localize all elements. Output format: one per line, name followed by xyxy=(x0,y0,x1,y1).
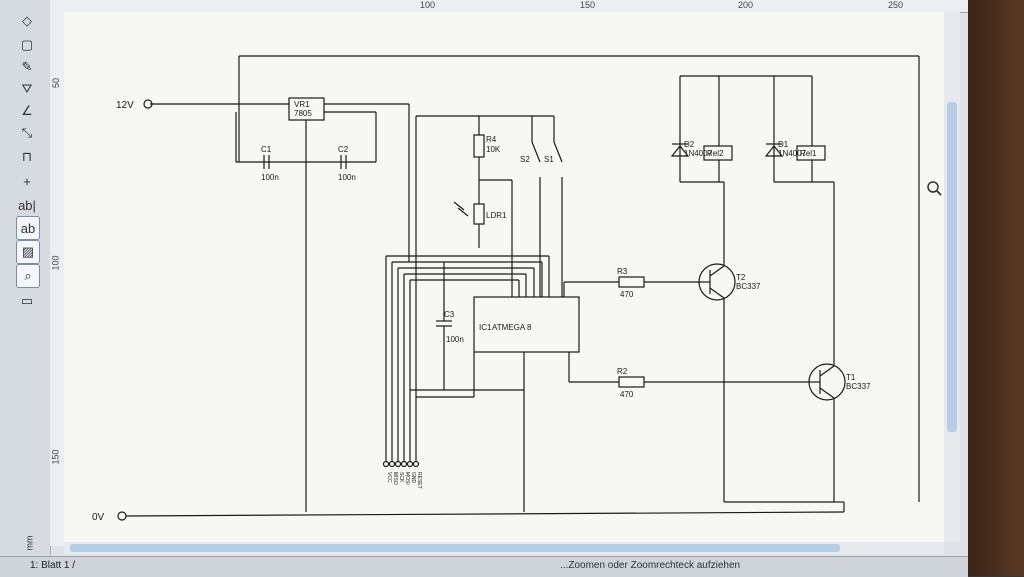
horizontal-scroll-thumb[interactable] xyxy=(70,544,840,552)
vertical-scrollbar[interactable] xyxy=(944,12,960,542)
net-12v-label: 12V xyxy=(116,100,134,111)
ruler-left-tick: 100 xyxy=(50,255,61,271)
drawing-canvas[interactable]: 12V 0V VR1 7805 C1 100n C2 100n C3 100n … xyxy=(64,12,944,542)
ruler-left-tick: 50 xyxy=(51,77,62,89)
vr1-value: 7805 xyxy=(294,109,312,118)
wire-icon[interactable]: ⤡ xyxy=(21,125,33,140)
t1-value: BC337 xyxy=(846,382,871,391)
ruler-top-tick: 200 xyxy=(738,0,754,10)
left-toolbar: ◇ ▢ ✎ ⛛ ∠ ⤡ ⊓ + ab| ab ▨ ⌕ ▭ xyxy=(0,0,51,560)
vertical-scroll-thumb[interactable] xyxy=(947,102,957,432)
bus-icon[interactable]: ⊓ xyxy=(21,149,33,164)
t2-value: BC337 xyxy=(736,282,761,291)
unit-label: mm xyxy=(24,535,35,551)
pen-icon[interactable]: ✎ xyxy=(21,59,33,74)
ic-name: IC1 xyxy=(479,323,492,332)
ldr-name: LDR1 xyxy=(486,211,507,220)
net-0v-label: 0V xyxy=(92,512,105,523)
connector-pin-label: RESET xyxy=(416,472,422,489)
c3-name: C3 xyxy=(444,310,455,319)
polygon-icon[interactable]: ⛛ xyxy=(21,81,33,96)
r3-name: R3 xyxy=(617,267,628,276)
t1-name: T1 xyxy=(846,373,856,382)
r4-value: 10K xyxy=(486,145,501,154)
rel1-name: Rel1 xyxy=(800,149,817,158)
r2-value: 470 xyxy=(620,390,634,399)
ruler-left: 50 100 150 xyxy=(50,12,65,546)
line-icon[interactable]: ∠ xyxy=(21,103,33,118)
vr1-name: VR1 xyxy=(294,100,310,109)
connector-pin-label: GND xyxy=(410,472,416,484)
rel2-name: Rel2 xyxy=(707,149,724,158)
r4-name: R4 xyxy=(486,135,497,144)
status-bar: 1: Blatt 1 / ...Zoomen oder Zoomrechteck… xyxy=(0,556,968,577)
r3-value: 470 xyxy=(620,290,634,299)
zoom-tool[interactable]: ⌕ xyxy=(16,264,40,288)
ruler-top-tick: 100 xyxy=(420,0,436,10)
d2-value: 1N4007 xyxy=(684,149,713,158)
d1-value: 1N4007 xyxy=(778,149,807,158)
schematic-editor-window: ◇ ▢ ✎ ⛛ ∠ ⤡ ⊓ + ab| ab ▨ ⌕ ▭ 100 150 200… xyxy=(0,0,968,577)
d2-name: D2 xyxy=(684,140,695,149)
schematic-drawing: 12V 0V VR1 7805 C1 100n C2 100n C3 100n … xyxy=(92,55,920,523)
c2-value: 100n xyxy=(338,173,356,182)
sheet-tab[interactable]: 1: Blatt 1 / xyxy=(30,560,76,571)
c1-value: 100n xyxy=(261,173,279,182)
connector-pin-label: SCK xyxy=(398,472,404,483)
s1-name: S1 xyxy=(544,155,554,164)
rectangle-icon[interactable]: ▢ xyxy=(20,37,34,52)
ruler-top-tick: 150 xyxy=(580,0,596,10)
connector-pin-label: MOSI xyxy=(404,472,410,485)
c3-value: 100n xyxy=(446,335,464,344)
image-tool[interactable]: ▨ xyxy=(16,240,40,264)
c1-name: C1 xyxy=(261,145,272,154)
c2-name: C2 xyxy=(338,145,349,154)
ruler-left-tick: 150 xyxy=(50,449,61,465)
horizontal-scrollbar[interactable] xyxy=(64,542,944,554)
d1-name: D1 xyxy=(778,140,789,149)
sheet-tool[interactable]: ▭ xyxy=(20,293,34,308)
arrow-icon[interactable]: ◇ xyxy=(22,13,32,28)
r2-name: R2 xyxy=(617,367,628,376)
zoom-icon[interactable] xyxy=(926,180,942,196)
connector-pin-label: VCC xyxy=(386,472,392,483)
t2-name: T2 xyxy=(736,273,746,282)
s2-name: S2 xyxy=(520,155,530,164)
junction-icon[interactable]: + xyxy=(23,173,31,189)
ruler-top-tick: 250 xyxy=(888,0,904,10)
label-tool[interactable]: ab xyxy=(16,216,40,240)
status-hint: ...Zoomen oder Zoomrechteck aufziehen xyxy=(560,560,741,571)
text-tool[interactable]: ab| xyxy=(18,197,36,213)
connector-pin-label: MISO xyxy=(392,472,398,485)
ic-value: ATMEGA 8 xyxy=(492,323,532,332)
